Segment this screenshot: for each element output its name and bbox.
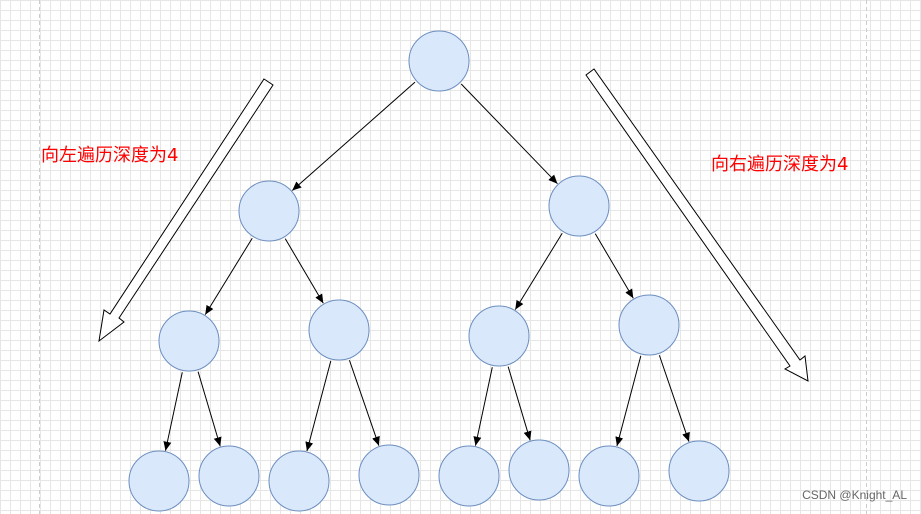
edge-4-10 [348, 360, 380, 446]
edge-3-7 [163, 372, 183, 451]
left-traversal-arrow [98, 78, 274, 343]
edge-1-3 [204, 237, 253, 315]
tree-node-6[interactable] [618, 294, 680, 356]
edge-6-13 [615, 355, 642, 447]
tree-node-13[interactable] [578, 445, 640, 507]
edge-6-14 [658, 355, 690, 442]
tree-node-3[interactable] [158, 310, 220, 372]
right-traversal-arrow [585, 68, 809, 382]
edge-4-9 [305, 360, 332, 452]
tree-node-12[interactable] [508, 439, 570, 501]
edge-3-8 [197, 371, 222, 447]
tree-node-4[interactable] [308, 299, 370, 361]
right-depth-label: 向右遍历深度为4 [711, 154, 849, 175]
edge-5-11 [473, 367, 493, 446]
tree-node-14[interactable] [668, 440, 730, 502]
tree-node-1[interactable] [238, 180, 300, 242]
tree-node-2[interactable] [548, 175, 610, 237]
tree-node-10[interactable] [358, 444, 420, 506]
tree-node-5[interactable] [468, 305, 530, 367]
edge-0-1 [291, 81, 416, 191]
edge-0-2 [460, 83, 558, 185]
tree-node-7[interactable] [128, 450, 190, 512]
tree-node-0[interactable] [408, 30, 470, 92]
tree-node-11[interactable] [438, 445, 500, 507]
edge-5-12 [507, 366, 532, 441]
tree-node-9[interactable] [268, 450, 330, 512]
left-depth-label: 向左遍历深度为4 [41, 145, 179, 166]
tree-node-8[interactable] [198, 445, 260, 507]
edge-2-6 [594, 233, 634, 299]
watermark: CSDN @Knight_AL [802, 488, 907, 502]
edge-2-5 [514, 232, 563, 310]
edge-1-4 [284, 238, 324, 304]
